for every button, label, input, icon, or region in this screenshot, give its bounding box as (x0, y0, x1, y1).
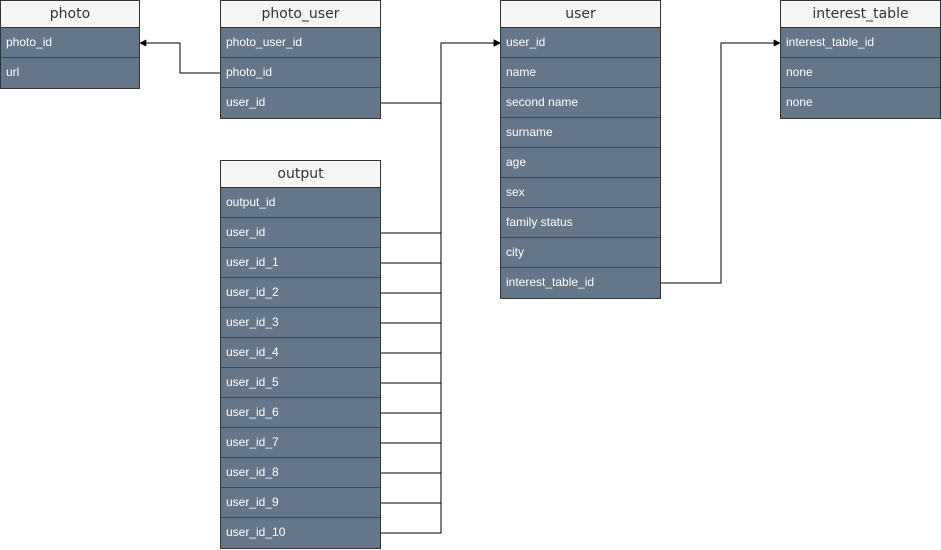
relation-connector (380, 39, 501, 264)
field-row[interactable]: user_id_7 (221, 428, 380, 458)
relation-connector (380, 39, 501, 504)
table-title: photo_user (221, 1, 380, 28)
field-row[interactable]: output_id (221, 188, 380, 218)
field-row[interactable]: user_id_9 (221, 488, 380, 518)
field-row[interactable]: sex (501, 178, 660, 208)
field-row[interactable]: user_id (221, 218, 380, 248)
field-row[interactable]: interest_table_id (506, 275, 595, 289)
relation-connector (380, 39, 501, 534)
field-row[interactable]: user_id_3 (221, 308, 380, 338)
field-row[interactable]: user_id_5 (221, 368, 380, 398)
relation-connector (660, 39, 781, 284)
field-row[interactable]: photo_user_id (221, 28, 380, 58)
field-row[interactable]: photo_id (221, 58, 380, 88)
field-row[interactable]: user_id_4 (221, 338, 380, 368)
relation-connector (380, 39, 501, 104)
field-row[interactable]: user_id_2 (221, 278, 380, 308)
field-row[interactable]: surname (501, 118, 660, 148)
relation-connector (380, 39, 501, 444)
relation-connector (380, 39, 501, 384)
relation-connector (380, 39, 501, 474)
relation-connector (380, 39, 501, 354)
field-row[interactable]: user_id_10 (226, 525, 286, 539)
table-interest-table[interactable]: interest_table interest_table_id none no… (780, 0, 941, 119)
table-photo[interactable]: photo photo_id url (0, 0, 140, 89)
relation-connector (139, 39, 221, 74)
relation-connector (380, 39, 501, 234)
table-user[interactable]: user user_id name second name surname ag… (500, 0, 661, 299)
field-row[interactable]: none (781, 58, 940, 88)
table-output[interactable]: output output_id user_id user_id_1 user_… (220, 160, 381, 549)
field-row[interactable]: none (786, 95, 813, 109)
relation-connector (380, 39, 501, 414)
field-row[interactable]: second name (501, 88, 660, 118)
field-row[interactable]: user_id (226, 95, 266, 109)
field-row[interactable]: user_id_8 (221, 458, 380, 488)
relation-connector (380, 39, 501, 294)
table-photo-user[interactable]: photo_user photo_user_id photo_id user_i… (220, 0, 381, 119)
table-title: user (501, 1, 660, 28)
table-title: photo (1, 1, 139, 28)
table-title: interest_table (781, 1, 940, 28)
field-row[interactable]: city (501, 238, 660, 268)
relation-connector (380, 39, 501, 324)
field-row[interactable]: interest_table_id (781, 28, 940, 58)
field-row[interactable]: user_id_6 (221, 398, 380, 428)
field-row[interactable]: age (501, 148, 660, 178)
table-title: output (221, 161, 380, 188)
field-row[interactable]: photo_id (1, 28, 139, 58)
field-row[interactable]: name (501, 58, 660, 88)
field-row[interactable]: user_id_1 (221, 248, 380, 278)
field-row[interactable]: family status (501, 208, 660, 238)
field-row[interactable]: user_id (501, 28, 660, 58)
field-row[interactable]: url (6, 65, 20, 79)
